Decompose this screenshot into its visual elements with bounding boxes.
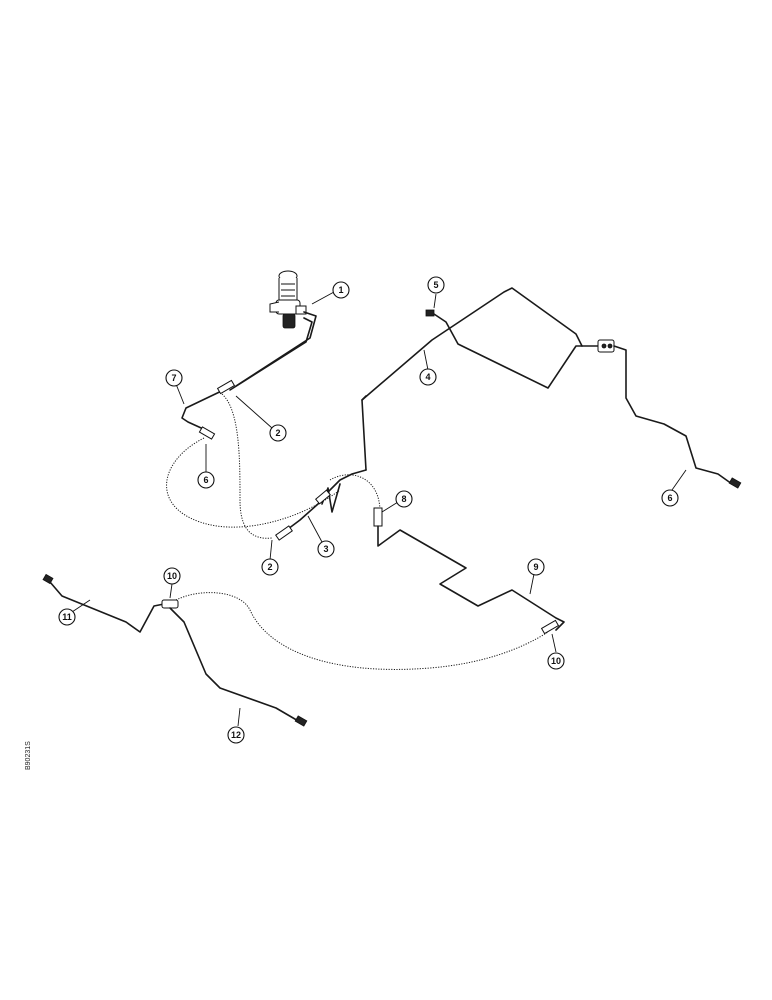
- svg-text:7: 7: [171, 373, 176, 383]
- reference-code: B90231S: [25, 741, 32, 770]
- leader-lines: [71, 291, 687, 727]
- hose-fitting-upper-2: [216, 379, 236, 395]
- brake-tube-12: [169, 607, 308, 727]
- callout-6-right: 6: [661, 489, 679, 507]
- svg-text:2: 2: [275, 428, 280, 438]
- svg-text:6: 6: [667, 493, 672, 503]
- callout-2-lower: 2: [261, 558, 279, 576]
- brake-tube-3: [275, 469, 367, 541]
- brake-tube-6-right: [613, 345, 742, 489]
- svg-text:4: 4: [425, 372, 430, 382]
- svg-text:1: 1: [338, 285, 343, 295]
- svg-text:2: 2: [267, 562, 272, 572]
- brake-tube-7: [181, 385, 233, 433]
- svg-text:5: 5: [433, 280, 438, 290]
- svg-text:9: 9: [533, 562, 538, 572]
- hose-fitting-left-6: [198, 426, 216, 440]
- brake-tube-1: [229, 311, 317, 391]
- svg-text:8: 8: [401, 494, 406, 504]
- svg-text:10: 10: [551, 656, 561, 666]
- callout-7: 7: [165, 369, 183, 387]
- brake-tube-9: [373, 507, 565, 635]
- junction-block-right: [597, 339, 615, 353]
- callout-12: 12: [227, 726, 245, 744]
- callout-5: 5: [427, 276, 445, 294]
- callout-4: 4: [419, 368, 437, 386]
- svg-text:3: 3: [323, 544, 328, 554]
- brake-tube-5: [425, 309, 603, 389]
- callout-3: 3: [317, 540, 335, 558]
- svg-text:6: 6: [203, 475, 208, 485]
- callout-11: 11: [58, 608, 76, 626]
- callout-1: 1: [332, 281, 350, 299]
- brake-tube-11: [42, 573, 179, 633]
- brake-tube-4: [361, 287, 583, 471]
- master-cylinder-valve: [269, 270, 307, 329]
- callout-8: 8: [395, 490, 413, 508]
- callout-6-left: 6: [197, 471, 215, 489]
- svg-text:10: 10: [167, 571, 177, 581]
- callouts: 1 2 2 3 4 5 6 6: [58, 276, 679, 744]
- flexible-hoses: [166, 393, 549, 670]
- svg-text:11: 11: [62, 612, 72, 622]
- svg-text:12: 12: [231, 730, 241, 740]
- callout-2-upper: 2: [269, 424, 287, 442]
- callout-9: 9: [527, 558, 545, 576]
- callout-10-left: 10: [163, 567, 181, 585]
- callout-10-right: 10: [547, 652, 565, 670]
